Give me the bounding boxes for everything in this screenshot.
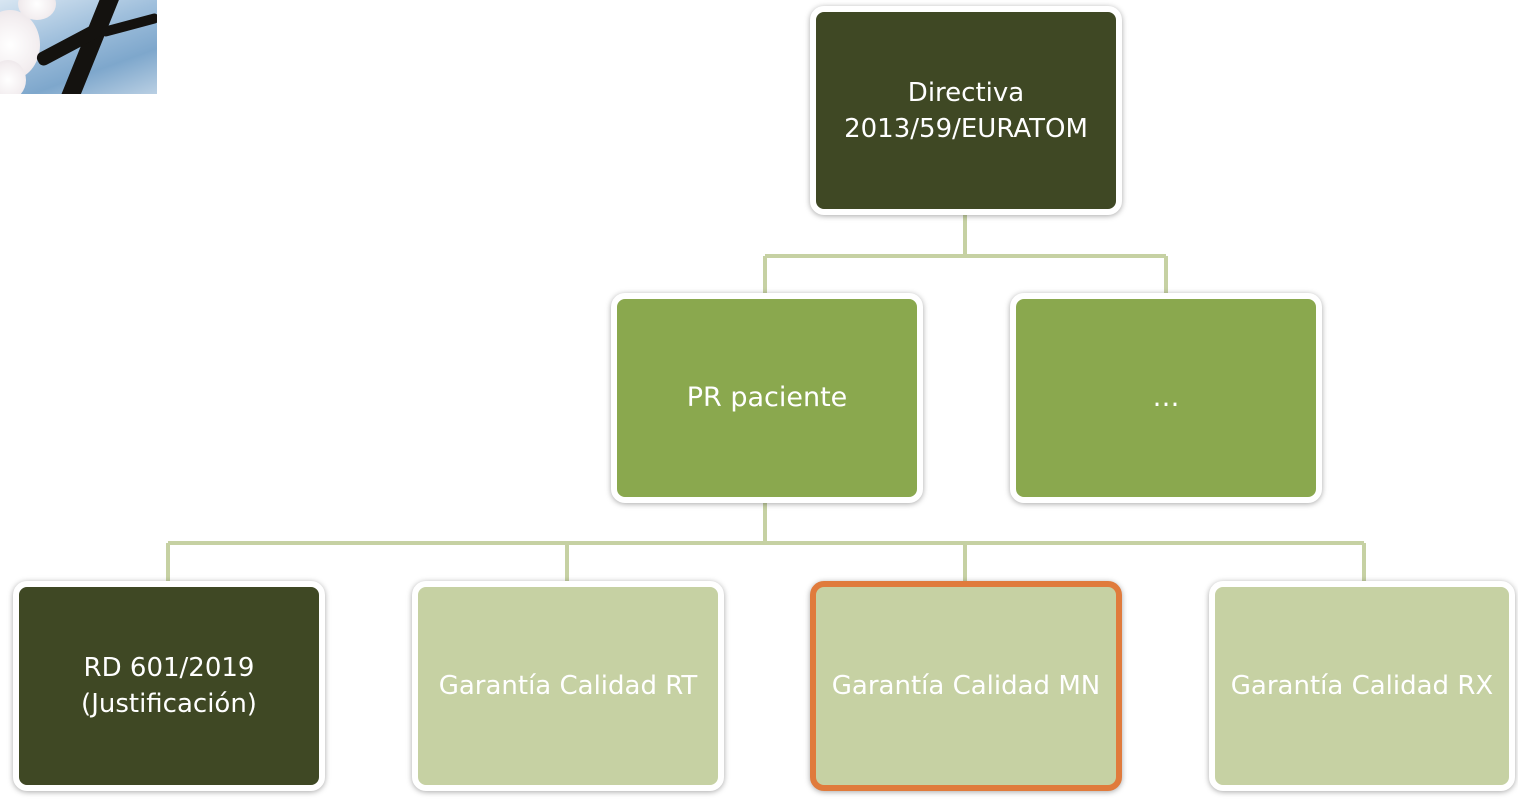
node-directiva-line2: 2013/59/EURATOM	[844, 113, 1088, 144]
node-ellipsis-label: …	[1152, 382, 1180, 413]
node-rt-label: Garantía Calidad RT	[438, 671, 698, 701]
node-directiva-line1: Directiva	[907, 77, 1025, 108]
node-rd-line1: RD 601/2019	[83, 653, 255, 683]
node-garantia-calidad-rt: Garantía Calidad RT	[412, 581, 724, 791]
node-pr-paciente-label: PR paciente	[686, 382, 848, 413]
node-pr-paciente: PR paciente	[611, 293, 923, 503]
corner-photo	[0, 0, 157, 94]
node-rd-601-2019: RD 601/2019 (Justificación)	[13, 581, 325, 791]
node-rd-line2: (Justificación)	[81, 689, 257, 719]
node-directiva: Directiva 2013/59/EURATOM	[810, 6, 1122, 215]
node-garantia-calidad-mn: Garantía Calidad MN	[810, 581, 1122, 791]
node-garantia-calidad-rx: Garantía Calidad RX	[1209, 581, 1515, 791]
node-mn-label: Garantía Calidad MN	[831, 671, 1101, 701]
node-rx-label: Garantía Calidad RX	[1230, 671, 1494, 701]
node-ellipsis: …	[1010, 293, 1322, 503]
